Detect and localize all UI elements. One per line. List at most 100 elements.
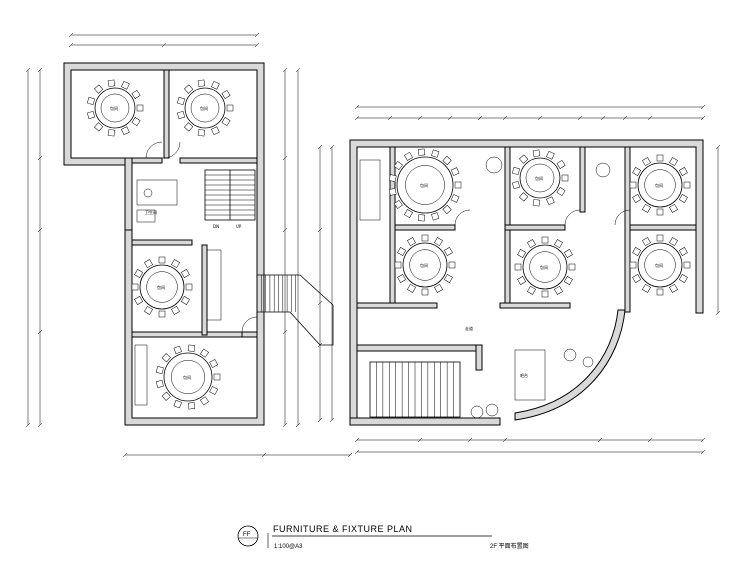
chair bbox=[86, 111, 96, 120]
r-wall-6 bbox=[504, 224, 566, 231]
chair bbox=[397, 247, 407, 256]
r-wall-8 bbox=[356, 302, 438, 309]
chair bbox=[678, 247, 688, 256]
chair bbox=[173, 399, 182, 409]
chair bbox=[678, 274, 688, 283]
room-label: 包间 bbox=[200, 105, 208, 111]
chair bbox=[561, 174, 569, 182]
chair bbox=[131, 89, 141, 99]
floor-label: 2F 平面布置图 bbox=[490, 542, 529, 550]
dim-tick bbox=[329, 144, 335, 150]
dim-tick bbox=[417, 115, 423, 121]
dim-tick bbox=[354, 104, 360, 110]
chair bbox=[171, 305, 180, 315]
bridge-stair-treads bbox=[261, 275, 296, 312]
dim-tick bbox=[282, 227, 288, 233]
lazy-susan bbox=[100, 93, 130, 123]
chair bbox=[131, 117, 141, 127]
dim-tick bbox=[700, 449, 706, 455]
left-wall-c bbox=[131, 157, 163, 164]
dim-tick bbox=[295, 67, 301, 73]
chair bbox=[155, 366, 164, 374]
chair bbox=[669, 157, 678, 167]
chair bbox=[683, 261, 691, 269]
left-wall-f bbox=[131, 331, 243, 338]
chair bbox=[629, 181, 637, 189]
plant bbox=[485, 403, 499, 417]
dim-tick bbox=[37, 422, 43, 428]
left-wall-g bbox=[201, 244, 208, 336]
plant bbox=[563, 348, 577, 362]
dim-tick bbox=[25, 67, 31, 73]
room-label: 包间 bbox=[655, 182, 663, 188]
chair bbox=[656, 288, 664, 296]
chair bbox=[209, 386, 219, 395]
chair bbox=[158, 256, 166, 264]
chair bbox=[450, 167, 460, 176]
chair bbox=[683, 181, 691, 189]
dim-tick bbox=[647, 115, 653, 121]
right-building: 吧台 走道 bbox=[349, 139, 704, 426]
dim-tick bbox=[417, 437, 423, 443]
chair bbox=[134, 269, 144, 278]
dim-tick bbox=[502, 115, 508, 121]
dim-tick bbox=[261, 452, 267, 458]
chair bbox=[86, 96, 96, 105]
r-wall-7 bbox=[629, 224, 697, 231]
dim-tick bbox=[282, 422, 288, 428]
dim-tick bbox=[317, 144, 323, 150]
dim-tick bbox=[700, 115, 706, 121]
toilet-block bbox=[136, 179, 178, 206]
chair bbox=[184, 84, 194, 94]
left-wall-h bbox=[241, 331, 258, 338]
room-label: 包间 bbox=[183, 374, 191, 380]
chair bbox=[632, 247, 642, 256]
room-label: 包间 bbox=[655, 262, 663, 268]
lazy-susan bbox=[525, 163, 555, 193]
room-label: 包间 bbox=[540, 264, 548, 270]
dim-tick bbox=[37, 67, 43, 73]
dim-tick bbox=[502, 437, 508, 443]
sink-fixture bbox=[136, 209, 156, 223]
chair bbox=[221, 89, 231, 99]
dim-tick bbox=[25, 422, 31, 428]
dim-tick bbox=[317, 227, 323, 233]
dim-tick bbox=[282, 329, 288, 335]
chair bbox=[442, 204, 452, 215]
dim-tick bbox=[354, 449, 360, 455]
chair bbox=[171, 259, 180, 269]
chair bbox=[180, 269, 190, 278]
dim-tick bbox=[68, 42, 74, 48]
chair bbox=[541, 236, 549, 244]
chair bbox=[180, 296, 190, 305]
r-wall-4 bbox=[624, 146, 631, 313]
chair bbox=[656, 154, 664, 162]
chair bbox=[678, 167, 688, 176]
lazy-susan bbox=[146, 271, 178, 303]
lazy-susan bbox=[529, 251, 561, 283]
right-stair-treads bbox=[376, 362, 454, 417]
chair bbox=[532, 199, 541, 207]
dim-tick bbox=[387, 115, 393, 121]
chair bbox=[388, 174, 397, 182]
chair bbox=[454, 181, 462, 189]
dimension-lines bbox=[25, 32, 721, 458]
dim-tick bbox=[600, 115, 606, 121]
lazy-susan bbox=[405, 165, 445, 205]
r-wall-10 bbox=[356, 344, 483, 352]
chair bbox=[421, 288, 429, 296]
dim-tick bbox=[68, 32, 74, 38]
room-label: 包间 bbox=[420, 182, 428, 188]
chair bbox=[187, 402, 196, 410]
chair bbox=[656, 234, 664, 242]
chair bbox=[417, 214, 426, 222]
chair bbox=[669, 283, 678, 293]
chair bbox=[407, 237, 416, 247]
chair bbox=[397, 274, 407, 283]
left-wall-d bbox=[179, 157, 258, 164]
chair bbox=[94, 122, 104, 132]
dim-tick bbox=[295, 422, 301, 428]
room-p6: 包间 bbox=[394, 234, 456, 296]
chair bbox=[431, 212, 440, 221]
